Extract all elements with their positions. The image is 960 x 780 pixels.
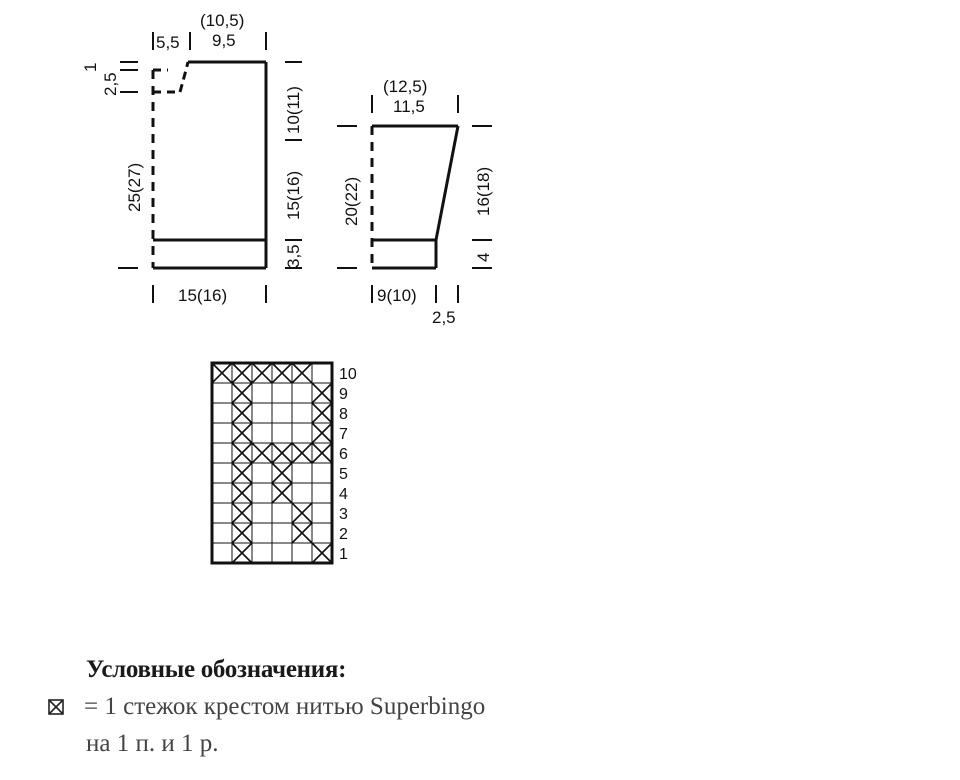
sleeve-piece — [370, 124, 460, 270]
front-dimension-labels: 5,5 (10,5) 9,5 1 2,5 25(27) 10(11) 15(16… — [81, 11, 303, 305]
front-side-length-label: 25(27) — [125, 163, 144, 212]
chart-cross-stitch — [231, 362, 253, 384]
chart-row-label: 7 — [339, 426, 348, 443]
chart-cross-stitch — [271, 482, 293, 504]
front-top-shoulder-label: 5,5 — [156, 33, 180, 52]
chart-row-label: 9 — [339, 386, 348, 403]
front-dimension-ticks — [118, 32, 302, 303]
legend-title: Условные обозначения: — [86, 656, 347, 683]
sleeve-bottom-width-label: 9(10) — [377, 286, 417, 305]
chart-cross-stitch — [311, 382, 333, 404]
chart-row-label: 4 — [339, 486, 348, 503]
chart-border — [210, 361, 334, 565]
sleeve-dimension-ticks — [337, 95, 492, 303]
cross-stitch-icon — [48, 699, 64, 715]
chart-cross-stitch — [211, 362, 233, 384]
front-right-mid-label: 15(16) — [284, 171, 303, 220]
chart-cross-stitch — [291, 442, 313, 464]
front-top-neck-alt-label: (10,5) — [200, 11, 244, 30]
chart-cross-stitch — [311, 442, 333, 464]
sleeve-dimension-labels: (12,5) 11,5 20(22) 16(18) 4 9(10) 2,5 — [342, 77, 493, 327]
chart-cross-stitch — [291, 362, 313, 384]
chart-cross-stitch — [231, 542, 253, 564]
legend-row: = 1 стежок крестом нитью Superbingo — [48, 692, 485, 722]
chart-cross-stitch — [271, 442, 293, 464]
sleeve-bottom-extra-label: 2,5 — [432, 308, 456, 327]
sleeve-right-top-label: 16(18) — [474, 167, 493, 216]
sleeve-left-length-label: 20(22) — [342, 177, 361, 226]
chart-cross-stitch — [311, 542, 333, 564]
front-bottom-width-label: 15(16) — [178, 286, 227, 305]
chart-cross-stitch — [251, 362, 273, 384]
chart-row-label: 5 — [339, 466, 348, 483]
front-side-2-5-label: 2,5 — [101, 72, 120, 96]
sleeve-top-label: 11,5 — [393, 97, 425, 116]
chart-cross-stitch — [311, 402, 333, 424]
legend-line2: на 1 п. и 1 р. — [86, 730, 219, 757]
chart-row-label: 10 — [339, 366, 357, 383]
chart-cross-stitch — [231, 462, 253, 484]
legend-line1: = 1 стежок крестом нитью Superbingo — [84, 693, 486, 720]
chart-cross-stitch — [271, 362, 293, 384]
front-right-top-label: 10(11) — [284, 86, 303, 134]
chart-cross-stitch — [231, 442, 253, 464]
chart-cross-stitch — [231, 502, 253, 524]
chart-cross-stitch — [231, 402, 253, 424]
front-side-1-label: 1 — [81, 63, 100, 72]
front-top-neck-label: 9,5 — [212, 31, 236, 50]
chart-cross-stitch — [291, 502, 313, 524]
chart-cross-stitch — [231, 522, 253, 544]
chart-cross-stitch — [311, 422, 333, 444]
legend: Условные обозначения: = 1 стежок крестом… — [0, 650, 960, 780]
sleeve-right-bottom-label: 4 — [474, 253, 493, 262]
chart-cross-stitch — [231, 422, 253, 444]
front-piece — [151, 60, 268, 270]
chart-row-label: 3 — [339, 506, 348, 523]
chart-row-label: 2 — [339, 526, 348, 543]
chart-row-label: 6 — [339, 446, 348, 463]
cross-stitch-chart: 10 9 8 7 6 5 4 3 2 1 — [210, 361, 357, 565]
chart-cross-stitch — [231, 482, 253, 504]
schematic-diagram: 5,5 (10,5) 9,5 1 2,5 25(27) 10(11) 15(16… — [81, 11, 493, 565]
chart-cross-stitch — [251, 442, 273, 464]
chart-row-label: 1 — [339, 546, 348, 563]
chart-cross-stitch — [231, 382, 253, 404]
chart-row-label: 8 — [339, 406, 348, 423]
front-right-bottom-label: 3,5 — [284, 244, 303, 268]
sleeve-top-alt-label: (12,5) — [383, 77, 427, 96]
chart-cross-stitch — [271, 462, 293, 484]
chart-cross-stitch — [291, 522, 313, 544]
